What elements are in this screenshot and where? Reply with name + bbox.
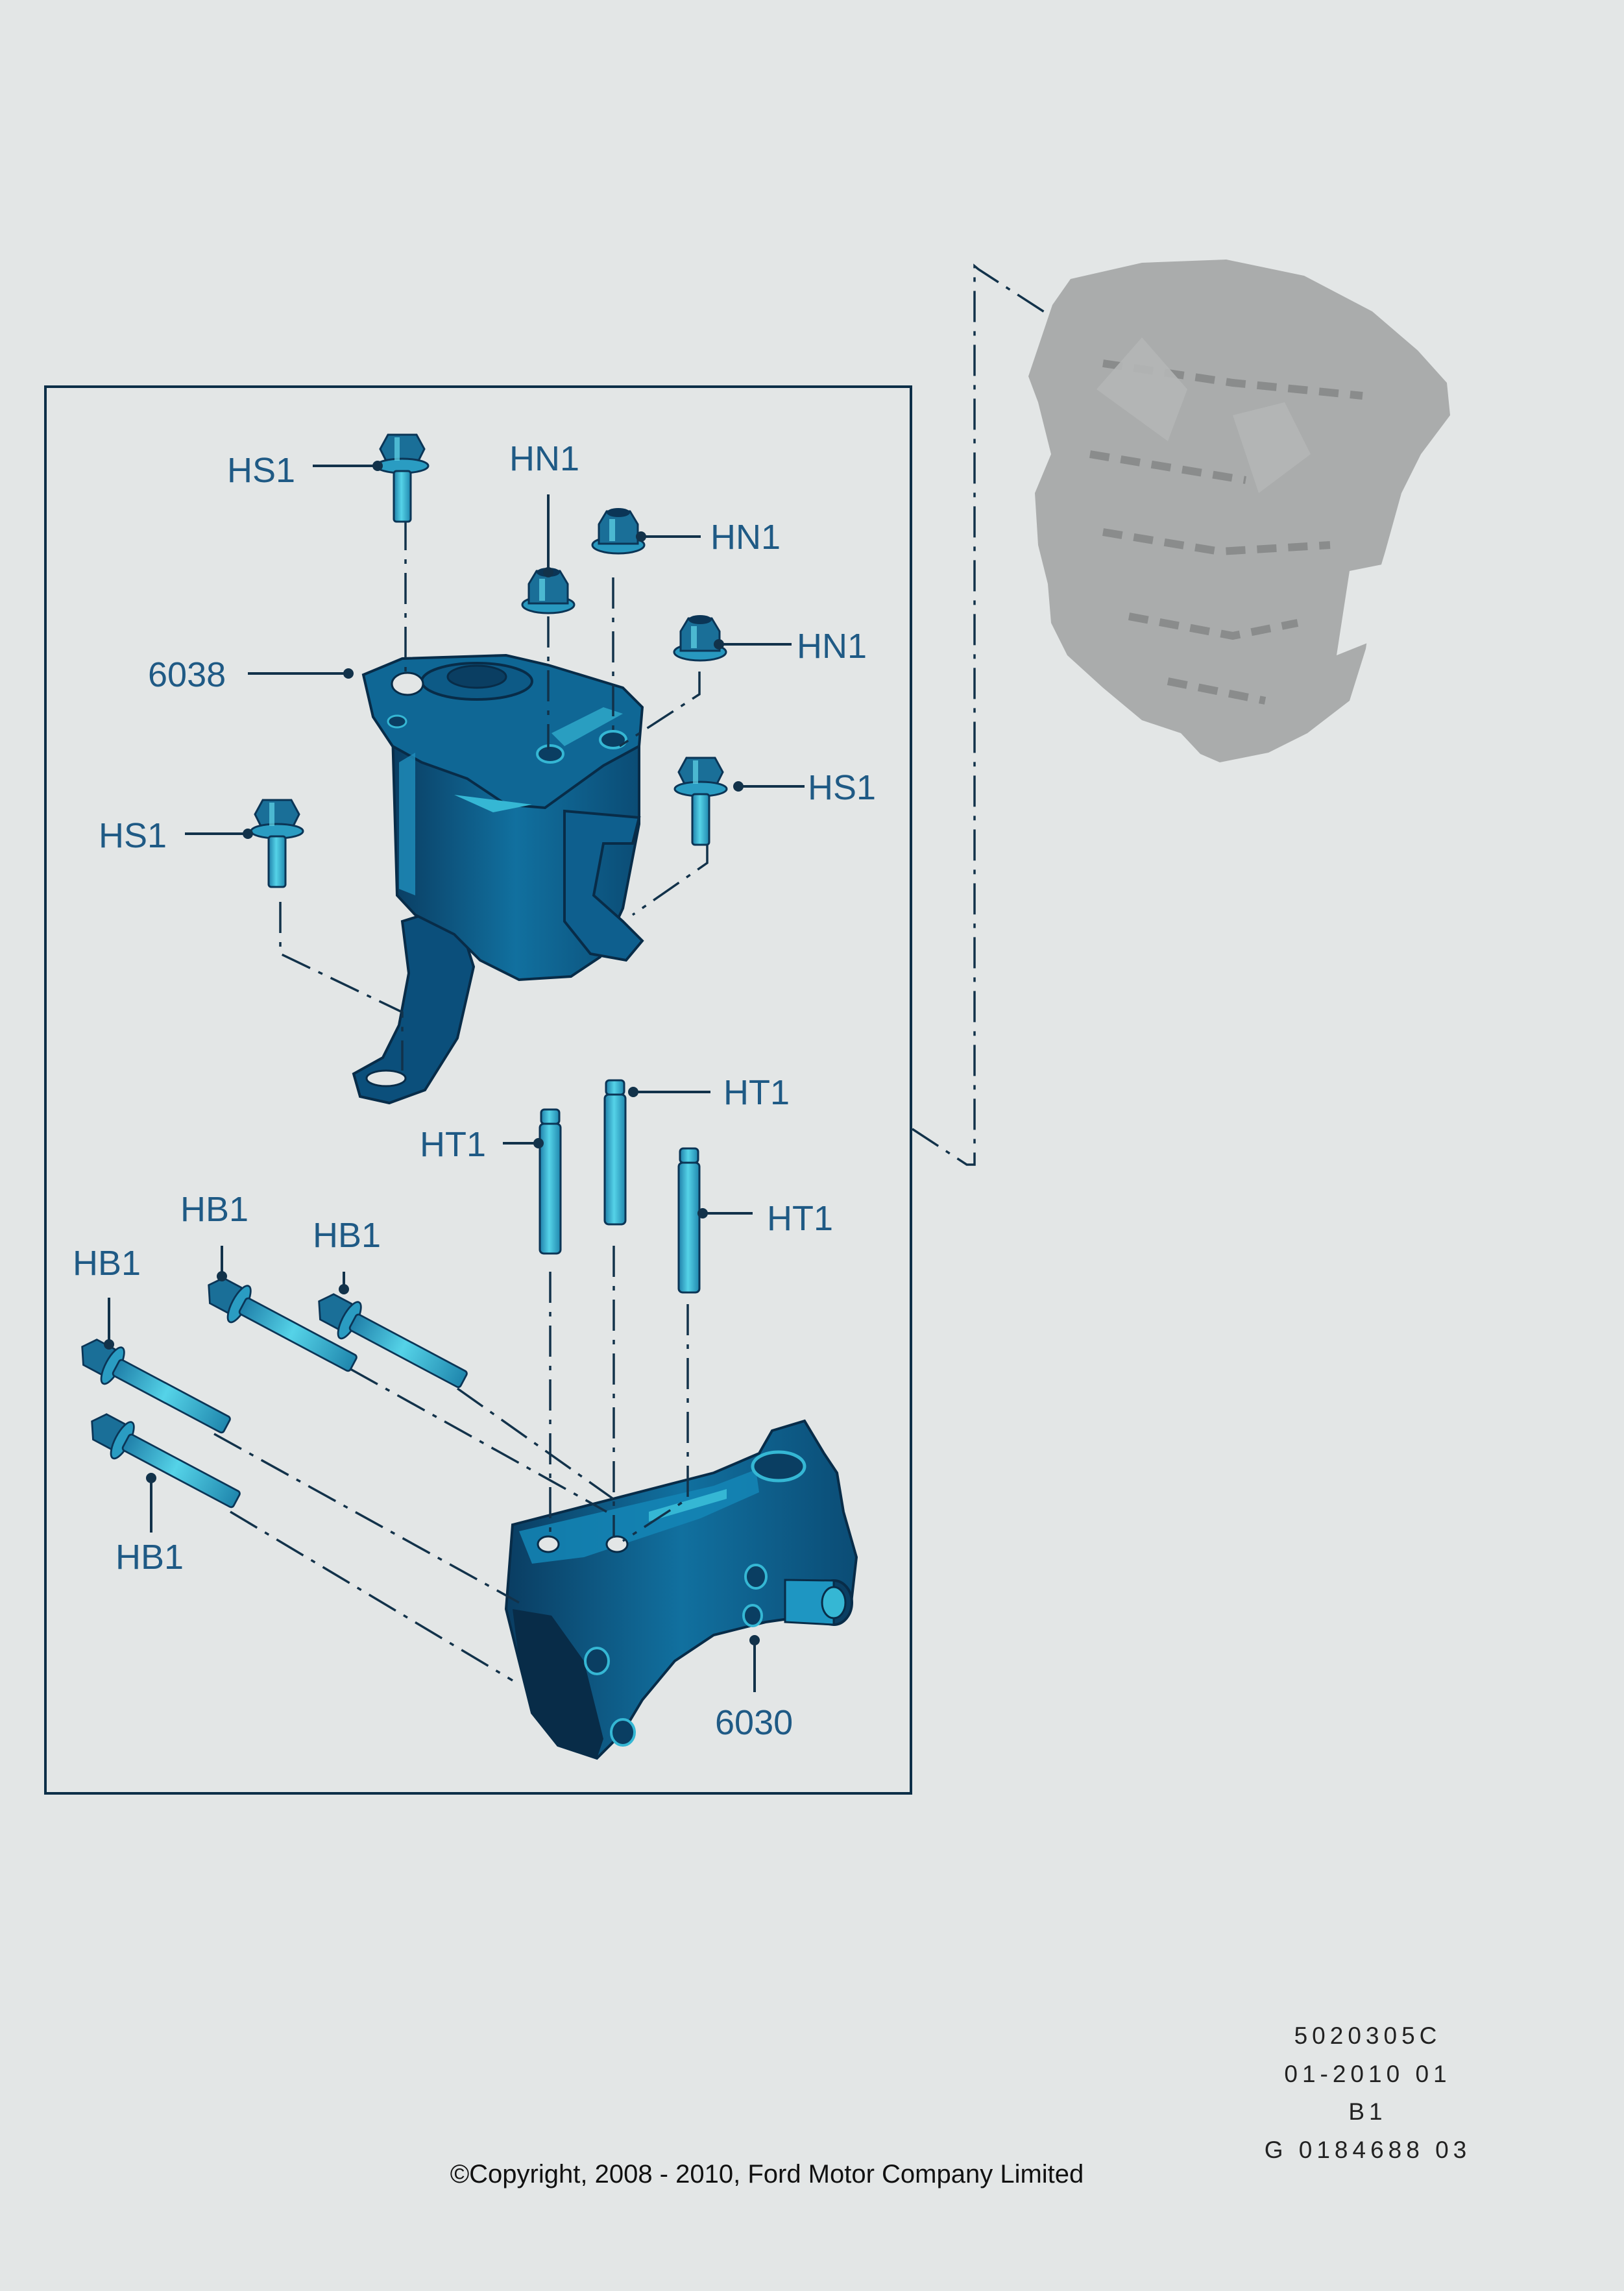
stud-icon xyxy=(603,1079,627,1226)
callout-hn1-top: HN1 xyxy=(509,439,579,478)
flange-nut-icon xyxy=(673,614,727,662)
leader-lines xyxy=(104,461,805,1692)
engine-reference-leader xyxy=(912,263,1049,1166)
flange-bolt-icon xyxy=(250,799,304,888)
callout-hs1-left: HS1 xyxy=(99,816,167,855)
engine-mount-bracket-icon xyxy=(504,1419,858,1760)
reference-number: G 0184688 03 xyxy=(1265,2137,1472,2163)
callout-hb1-d: HB1 xyxy=(115,1538,184,1577)
stud-icon xyxy=(677,1147,701,1294)
detail-frame xyxy=(44,385,912,1795)
callout-hn1-right: HN1 xyxy=(710,518,781,557)
engine-mount-upper-icon xyxy=(352,653,644,1105)
callout-ht1-right: HT1 xyxy=(767,1199,833,1238)
callout-hb1-a: HB1 xyxy=(180,1190,248,1229)
engine-silhouette-icon xyxy=(1028,260,1450,762)
callout-hs1-top: HS1 xyxy=(227,451,295,490)
assembly-lines xyxy=(213,519,709,1682)
callout-hs1-right: HS1 xyxy=(808,768,876,807)
callout-hb1-c: HB1 xyxy=(73,1244,141,1283)
reference-block: 5020305C 01-2010 01 B1 G 0184688 03 xyxy=(1265,2022,1472,2163)
flange-bolt-icon xyxy=(673,757,728,846)
reference-date: 01-2010 01 xyxy=(1284,2061,1451,2087)
reference-code: 5020305C xyxy=(1294,2022,1442,2049)
callout-hn1-mid: HN1 xyxy=(797,627,867,666)
callout-hb1-b: HB1 xyxy=(313,1216,381,1255)
callout-6038: 6038 xyxy=(148,655,226,694)
copyright-notice: ©Copyright, 2008 - 2010, Ford Motor Comp… xyxy=(450,2160,1084,2188)
callout-ht1-left: HT1 xyxy=(420,1125,486,1164)
reference-variant: B1 xyxy=(1348,2098,1387,2125)
flange-bolt-icon xyxy=(375,433,430,523)
callout-ht1-top: HT1 xyxy=(723,1073,790,1112)
flange-nut-icon xyxy=(591,507,646,555)
stud-icon xyxy=(539,1108,562,1255)
callout-6030: 6030 xyxy=(715,1703,793,1742)
